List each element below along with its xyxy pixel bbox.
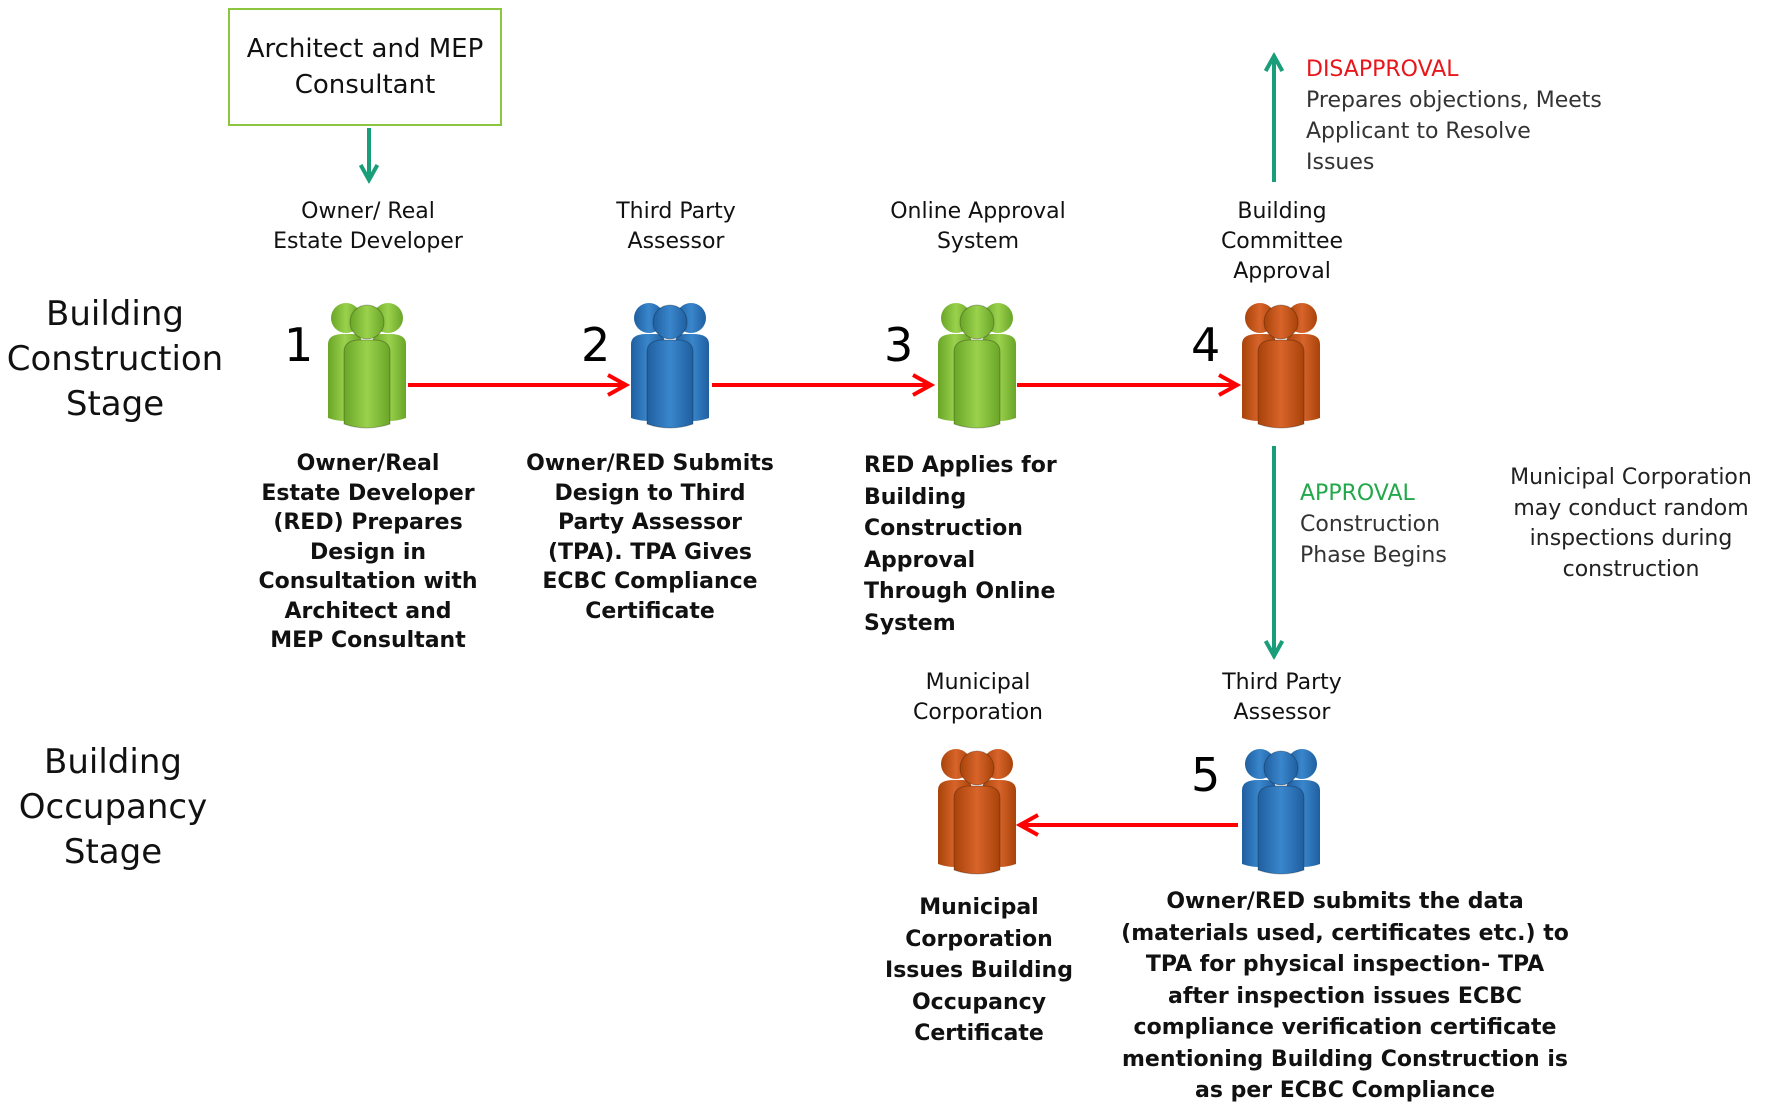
people-icon-municipal xyxy=(937,748,1017,875)
stage-label-occupancy: Building Occupancy Stage xyxy=(18,742,208,872)
actor-role-3: Online Approval System xyxy=(890,199,1066,254)
actor-desc-2: Owner/RED Submits Design to Third Party … xyxy=(526,451,774,624)
consultant-box: Architect and MEP Consultant xyxy=(228,8,502,126)
people-icon-committee xyxy=(1241,302,1321,429)
inspection-note: Municipal Corporation may conduct random… xyxy=(1510,465,1752,582)
step-number-1: 1 xyxy=(284,318,314,372)
consultant-box-label: Architect and MEP Consultant xyxy=(246,34,484,100)
actor-desc-3: RED Applies for Building Construction Ap… xyxy=(864,453,1057,636)
process-diagram: Building Construction Stage Building Occ… xyxy=(6,0,1752,1103)
actor-desc-1: Owner/Real Estate Developer (RED) Prepar… xyxy=(258,451,478,653)
disapproval-heading: DISAPPROVAL xyxy=(1306,57,1459,82)
people-icon-tpa-inspection xyxy=(1241,748,1321,875)
disapproval-text: Prepares objections, Meets Applicant to … xyxy=(1306,88,1602,175)
actor-role-2: Third Party Assessor xyxy=(616,199,736,254)
actor-role-municipal: Municipal Corporation xyxy=(913,670,1043,725)
approval-heading: APPROVAL xyxy=(1300,481,1415,506)
stage-label-construction: Building Construction Stage xyxy=(6,294,224,424)
step-number-2: 2 xyxy=(581,318,611,372)
people-icon-tpa xyxy=(630,302,710,429)
step-number-3: 3 xyxy=(884,318,914,372)
people-icon-owner xyxy=(327,302,407,429)
actor-desc-municipal: Municipal Corporation Issues Building Oc… xyxy=(885,895,1073,1046)
people-icon-online-system xyxy=(937,302,1017,429)
actor-role-1: Owner/ Real Estate Developer xyxy=(273,199,463,254)
actor-role-5: Third Party Assessor xyxy=(1222,670,1342,725)
step-number-4: 4 xyxy=(1191,318,1221,372)
approval-text: Construction Phase Begins xyxy=(1300,512,1447,568)
step-number-5: 5 xyxy=(1191,748,1221,802)
diagram-graphics xyxy=(327,0,1321,875)
actor-desc-5: Owner/RED submits the data (materials us… xyxy=(1121,889,1569,1103)
actor-role-4: Building Committee Approval xyxy=(1220,199,1344,284)
